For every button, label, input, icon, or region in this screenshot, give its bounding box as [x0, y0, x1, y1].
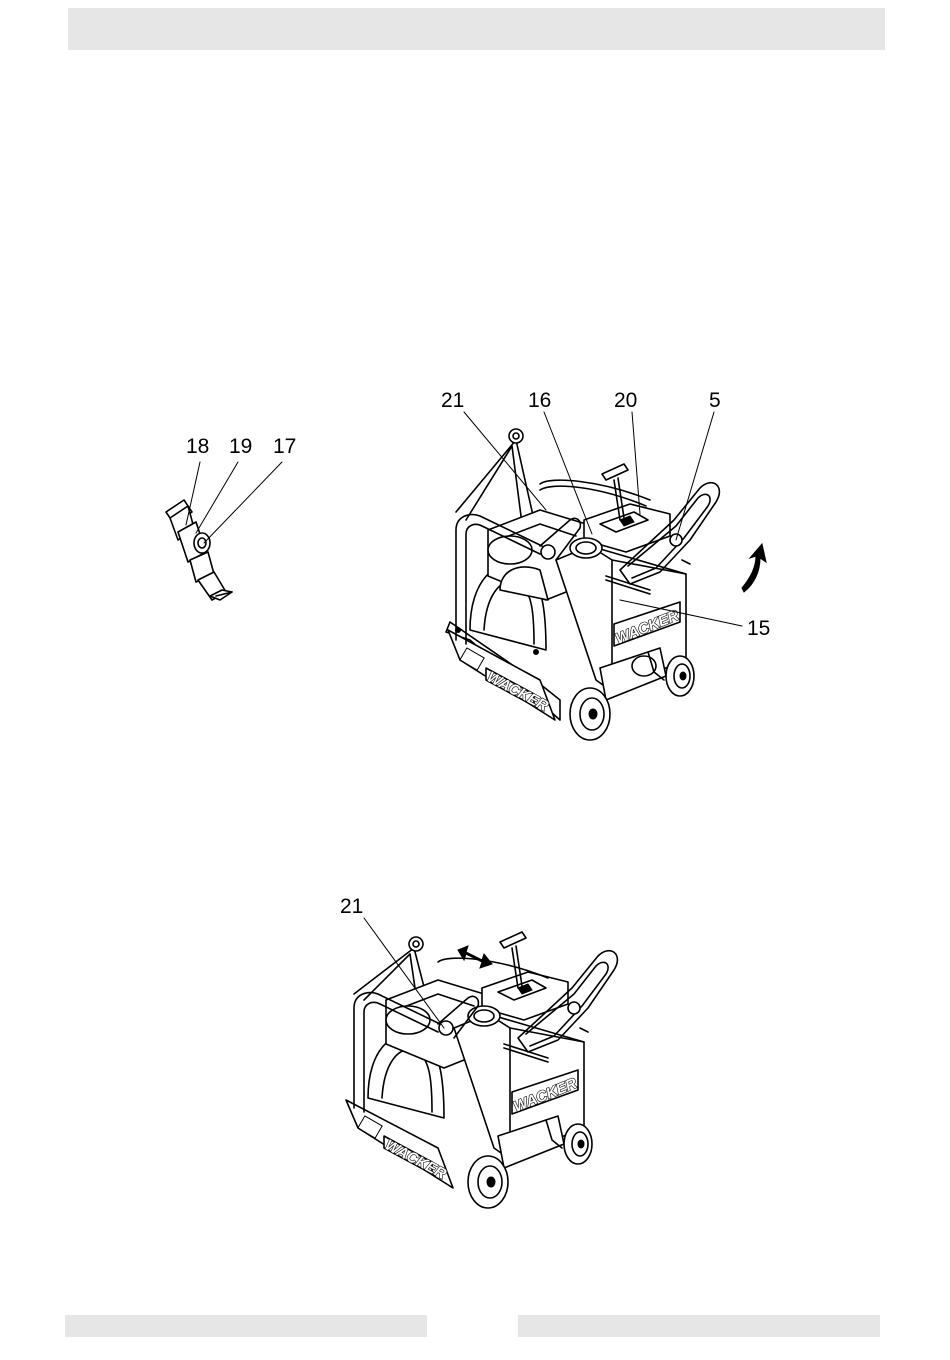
- callout-5: 5: [709, 390, 721, 411]
- rotation-arrow-icon: [742, 544, 766, 592]
- callout-21-bottom: 21: [340, 896, 363, 917]
- callout-19: 19: [229, 436, 252, 457]
- callout-21-top: 21: [441, 390, 464, 411]
- callout-16: 16: [528, 390, 551, 411]
- callout-20: 20: [614, 390, 637, 411]
- callout-15: 15: [747, 618, 770, 639]
- plate-compactor-top: WACKER WACKER: [446, 429, 719, 740]
- detail-part-drawing: [166, 500, 232, 600]
- callout-18: 18: [186, 436, 209, 457]
- plate-compactor-bottom: WACKER WACKER: [346, 932, 617, 1208]
- callout-17: 17: [273, 436, 296, 457]
- double-arrow-icon: [458, 946, 492, 968]
